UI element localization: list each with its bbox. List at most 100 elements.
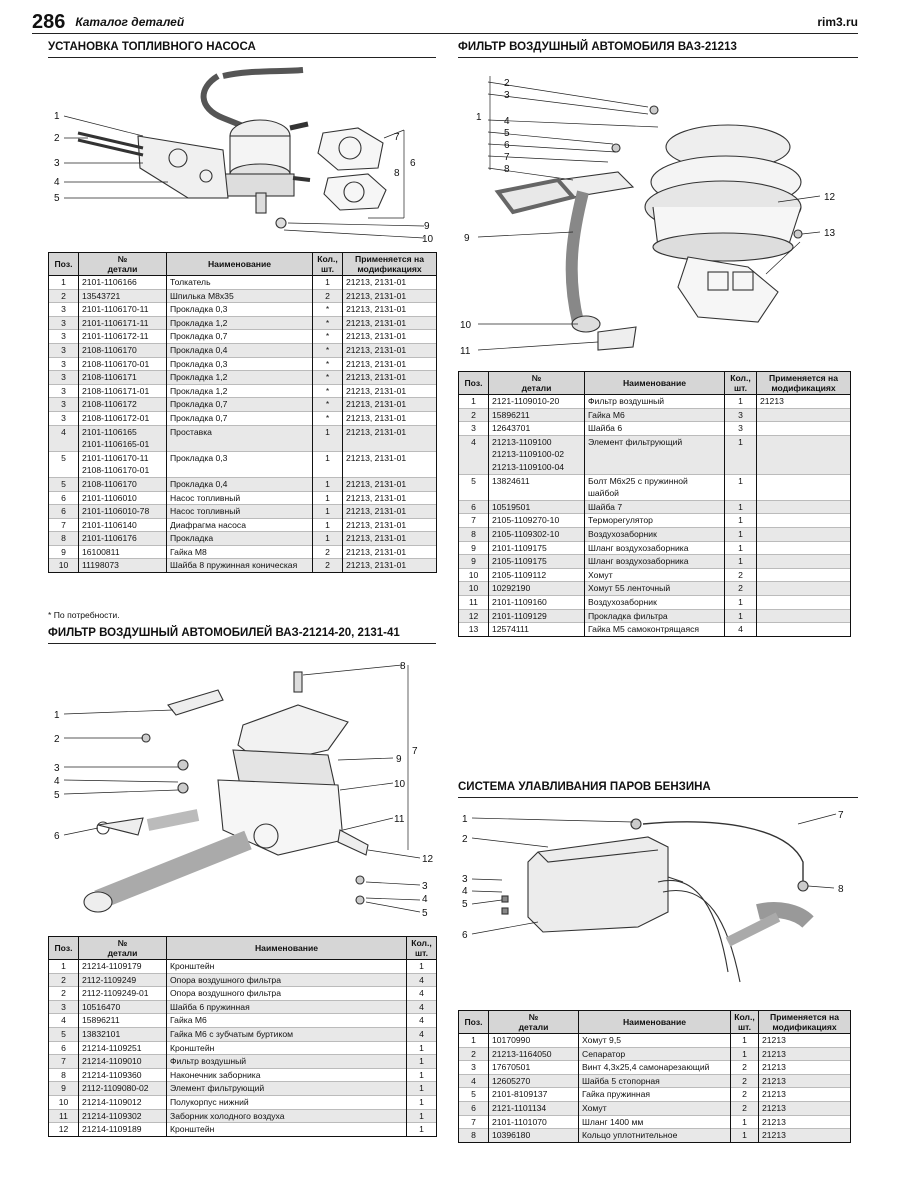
col-mods: Применяется на модификациях (758, 1010, 851, 1034)
part-number-cell: 10516470 (78, 999, 167, 1014)
part-number-cell: 10396180 (488, 1128, 579, 1143)
part-number-cell: 2101-1106170-11 (78, 302, 167, 317)
qty-cell: 1 (312, 490, 343, 505)
mods-cell: 21213, 2131-01 (342, 315, 437, 330)
qty-cell: 4 (406, 1013, 437, 1028)
mods-cell: 21213 (758, 1073, 851, 1088)
qty-cell: 1 (730, 1114, 759, 1129)
af14-callout-12: 12 (422, 854, 434, 865)
site-name: rim3.ru (817, 15, 858, 29)
af14-callout-8: 8 (400, 661, 406, 672)
mods-cell: 21213 (758, 1100, 851, 1116)
mods-cell: 21213, 2131-01 (342, 356, 437, 371)
part-number-cell: 12574111 (488, 622, 585, 637)
col-qty: Кол., шт. (730, 1010, 759, 1034)
name-cell: Прокладка 0,7 (166, 410, 313, 426)
qty-cell: 2 (730, 1060, 759, 1075)
part-number-cell: 10292190 (488, 581, 585, 596)
qty-cell: 2 (730, 1100, 759, 1116)
fp-callout-8: 8 (394, 168, 400, 179)
qty-cell: 1 (312, 517, 343, 532)
pos-cell: 8 (48, 1067, 79, 1082)
name-cell: Прокладка 1,2 (166, 315, 313, 330)
part-number-cell: 2101-1106172-11 (78, 329, 167, 344)
qty-cell: * (312, 315, 343, 330)
part-number-cell: 2101-1106140 (78, 517, 167, 532)
pos-cell: 2 (458, 1046, 489, 1061)
part-number-cell: 2101-1106010 (78, 490, 167, 505)
pos-cell: 10 (48, 1094, 79, 1110)
qty-cell: 4 (724, 622, 757, 637)
qty-cell: 1 (406, 1108, 437, 1123)
mods-cell: 21213, 2131-01 (342, 342, 437, 358)
qty-cell: 2 (312, 544, 343, 559)
pos-cell: 7 (48, 1054, 79, 1069)
name-cell: Кольцо уплотнительное (578, 1128, 731, 1143)
mods-cell (756, 594, 851, 609)
part-number-cell: 21213-1164050 (488, 1046, 579, 1061)
fp-callout-7: 7 (394, 132, 400, 143)
pos-cell: 6 (48, 1040, 79, 1055)
name-cell: Болт М6х25 с пружинной шайбой (584, 473, 725, 501)
pos-cell: 3 (48, 329, 79, 344)
qty-cell: 1 (724, 473, 757, 501)
af14-callout-11: 11 (394, 814, 405, 825)
pos-cell: 3 (48, 370, 79, 385)
af13-callout-10: 10 (460, 320, 472, 331)
name-cell: Опора воздушного фильтра (166, 986, 407, 1001)
pos-cell: 3 (458, 1060, 489, 1075)
fp-callout-2: 2 (54, 133, 60, 144)
mods-cell: 21213, 2131-01 (342, 450, 437, 478)
name-cell: Фильтр воздушный (166, 1054, 407, 1069)
qty-cell: 3 (724, 407, 757, 422)
qty-cell: 1 (406, 1067, 437, 1082)
name-cell: Прокладка 0,3 (166, 450, 313, 478)
part-number-cell: 2108-1106170-01 (78, 356, 167, 371)
part-number-cell: 21214-1109012 (78, 1094, 167, 1110)
mods-cell: 21213, 2131-01 (342, 410, 437, 426)
pos-cell: 3 (458, 421, 489, 436)
part-number-cell: 21214-1109189 (78, 1122, 167, 1137)
pos-cell: 5 (48, 476, 79, 491)
qty-cell: 1 (724, 554, 757, 569)
mods-cell (756, 421, 851, 436)
part-number-cell: 10519501 (488, 499, 585, 514)
pos-cell: 1 (458, 1033, 489, 1048)
pos-cell: 2 (48, 288, 79, 303)
qty-cell: 1 (312, 424, 343, 452)
qty-cell: 3 (724, 421, 757, 436)
qty-cell: 1 (724, 526, 757, 542)
name-cell: Прокладка 0,3 (166, 302, 313, 317)
af13-callout-9: 9 (464, 233, 470, 244)
mods-cell: 21213, 2131-01 (342, 544, 437, 559)
col-pos: Поз. (458, 1010, 489, 1034)
qty-cell: 1 (406, 1122, 437, 1137)
mods-cell (756, 540, 851, 555)
vs-callout-5: 5 (462, 899, 468, 910)
af14-callout-3: 3 (54, 763, 60, 774)
pos-cell: 2 (458, 407, 489, 422)
mods-cell (756, 608, 851, 623)
col-mods: Применяется на модификациях (342, 252, 437, 276)
name-cell: Шпилька М8х35 (166, 288, 313, 303)
qty-cell: 1 (406, 1081, 437, 1096)
mods-cell (756, 554, 851, 569)
part-number-cell: 13543721 (78, 288, 167, 303)
part-number-cell: 2101-1109160 (488, 594, 585, 609)
name-cell: Гайка М6 (166, 1013, 407, 1028)
qty-cell: 1 (312, 450, 343, 478)
